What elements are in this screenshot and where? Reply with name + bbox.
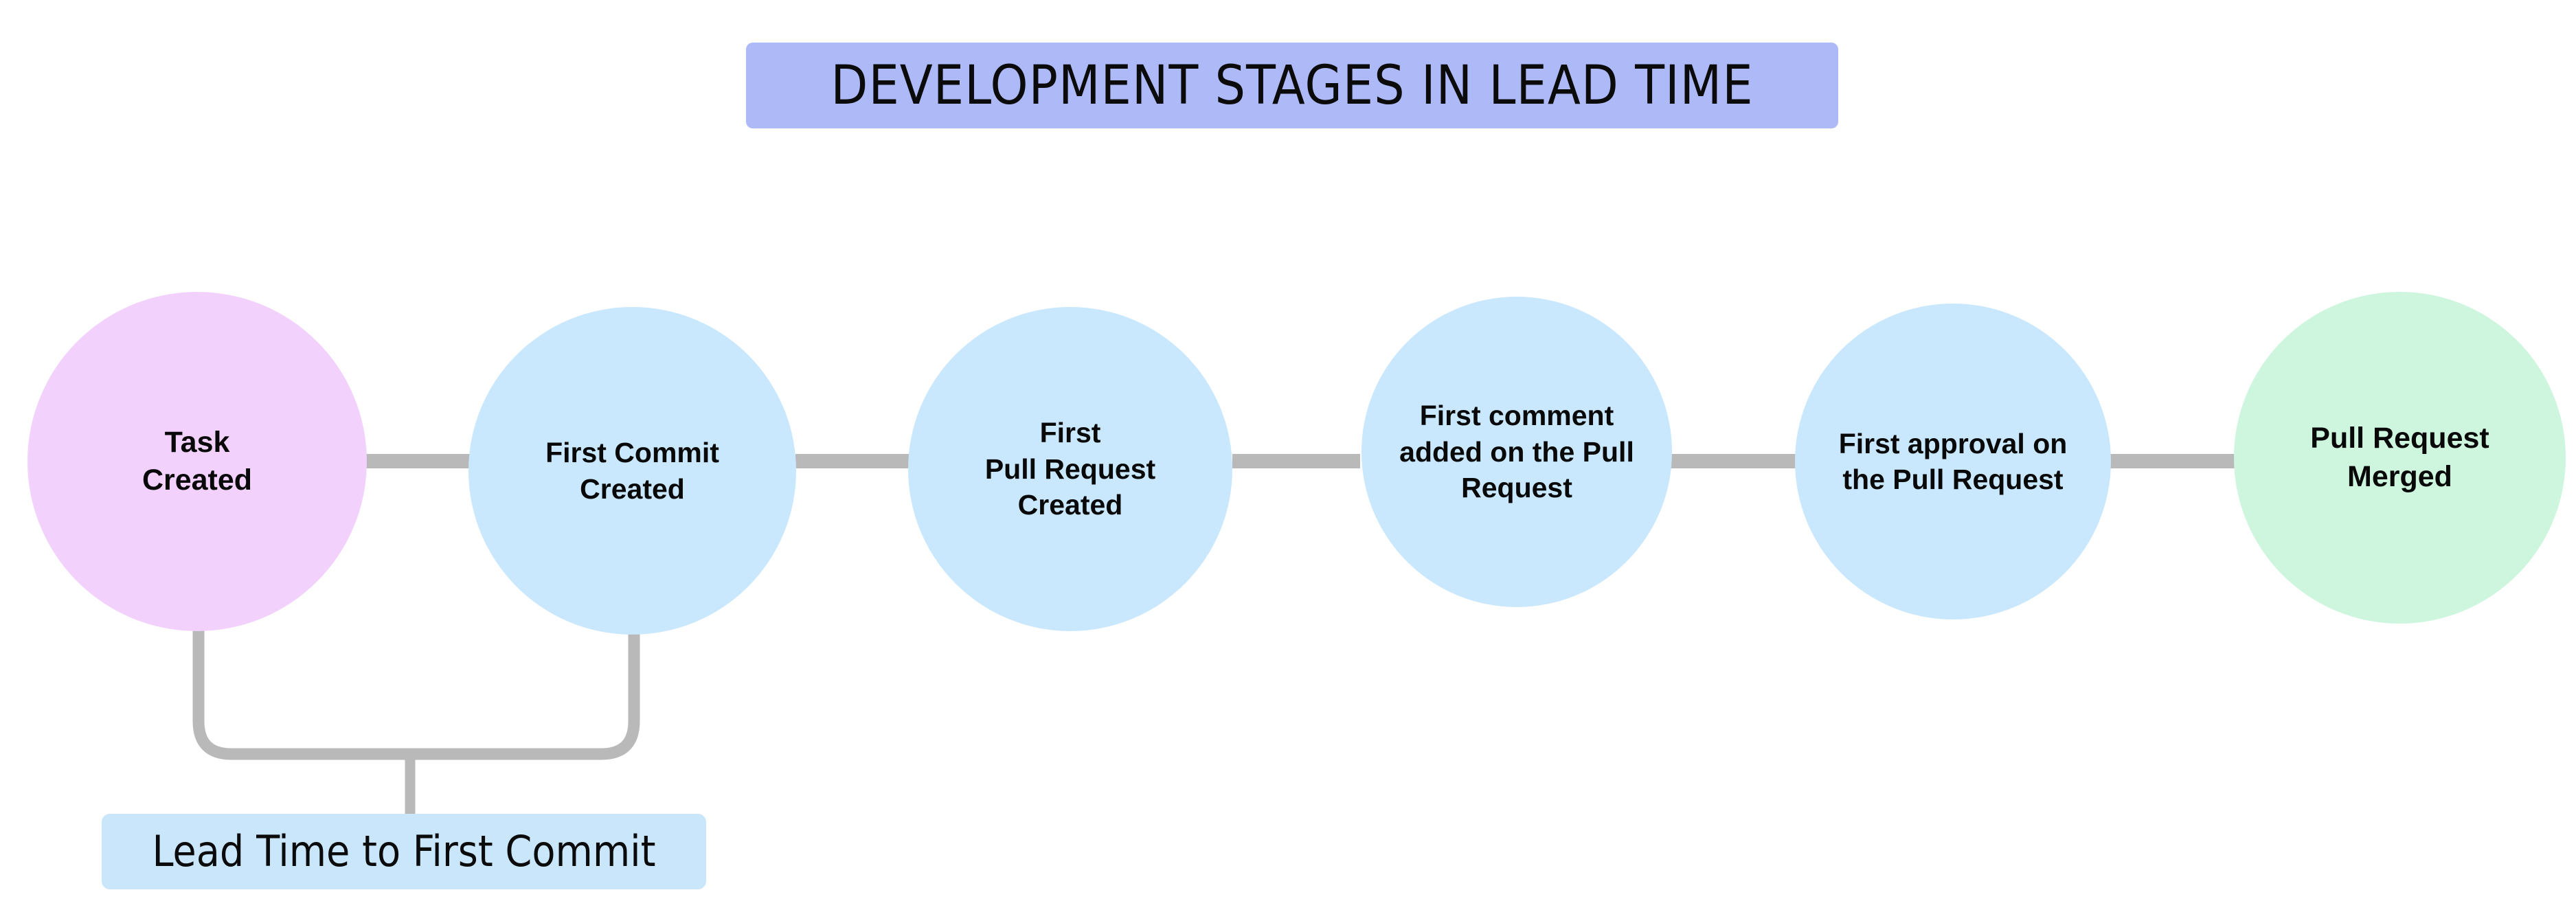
lead-time-annotation-label: Lead Time to First Commit (152, 826, 656, 876)
node-label: First approval on the Pull Request (1838, 427, 2068, 495)
node-label: First Pull Request Created (984, 417, 1156, 521)
node-label: First Commit Created (545, 437, 719, 505)
node-label: Pull Request Merged (2310, 422, 2489, 493)
node-task-created[interactable]: Task Created (27, 292, 367, 631)
connector-1-2 (357, 454, 481, 468)
node-first-pull-request-created[interactable]: First Pull Request Created (908, 307, 1232, 631)
connector-2-3 (795, 454, 919, 468)
node-first-approval-on-pull-request[interactable]: First approval on the Pull Request (1795, 304, 2111, 619)
connector-4-5 (1671, 454, 1798, 468)
node-first-comment-on-pull-request[interactable]: First comment added on the Pull Request (1362, 297, 1672, 607)
diagram-title-banner: DEVELOPMENT STAGES IN LEAD TIME (746, 43, 1838, 128)
lead-time-bracket (192, 604, 640, 819)
lead-time-annotation-box[interactable]: Lead Time to First Commit (102, 814, 706, 889)
node-first-commit-created[interactable]: First Commit Created (468, 307, 796, 635)
node-pull-request-merged[interactable]: Pull Request Merged (2234, 292, 2566, 624)
node-label: First comment added on the Pull Request (1399, 400, 1634, 504)
connector-3-4 (1232, 454, 1360, 468)
node-label: Task Created (142, 425, 253, 497)
page-title: DEVELOPMENT STAGES IN LEAD TIME (831, 54, 1754, 117)
connector-5-6 (2109, 454, 2237, 468)
